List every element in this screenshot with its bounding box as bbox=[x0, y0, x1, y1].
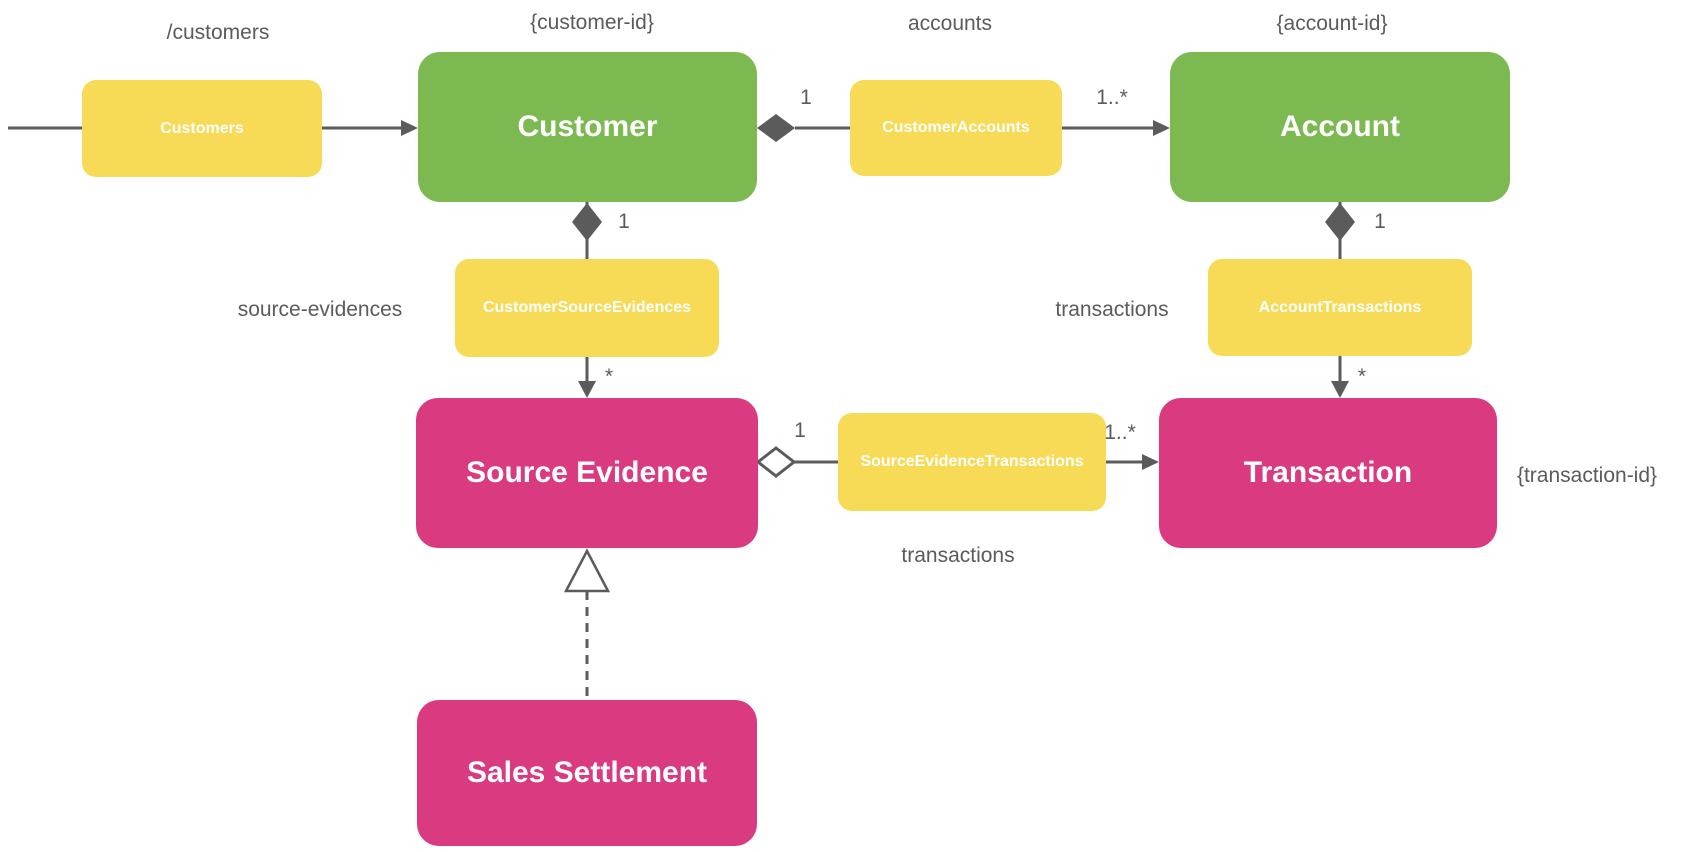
rel-customer-accounts: CustomerAccounts bbox=[850, 80, 1062, 176]
arrowhead-into-customer-icon bbox=[401, 120, 418, 136]
label-transactions-account: transactions bbox=[1055, 298, 1169, 321]
label-transaction-id: {transaction-id} bbox=[1516, 464, 1658, 487]
node-customer-label: Customer bbox=[517, 110, 658, 143]
rel-account-transactions: AccountTransactions bbox=[1208, 259, 1472, 356]
node-transaction-label: Transaction bbox=[1243, 456, 1413, 489]
mult-source-evidence-transactions-source: 1 bbox=[794, 419, 806, 442]
rel-customers: Customers bbox=[82, 80, 322, 177]
label-customers-path: /customers bbox=[166, 21, 270, 44]
node-source-evidence: Source Evidence bbox=[416, 398, 758, 548]
label-account-id: {account-id} bbox=[1276, 12, 1388, 35]
mult-customer-source-evidences-target: * bbox=[604, 365, 614, 388]
label-customer-id: {customer-id} bbox=[530, 11, 654, 34]
composition-diamond-customer-bottom-icon bbox=[572, 203, 602, 241]
node-account-label: Account bbox=[1280, 110, 1400, 143]
rel-account-transactions-label: AccountTransactions bbox=[1258, 298, 1422, 316]
rel-source-evidence-transactions: SourceEvidenceTransactions bbox=[838, 413, 1106, 511]
arrowhead-into-account-icon bbox=[1153, 120, 1170, 136]
rel-customer-source-evidences: CustomerSourceEvidences bbox=[455, 259, 719, 357]
rel-customers-label: Customers bbox=[160, 119, 244, 137]
node-customer: Customer bbox=[418, 52, 757, 202]
node-source-evidence-label: Source Evidence bbox=[466, 456, 708, 489]
rel-customer-source-evidences-label: CustomerSourceEvidences bbox=[482, 299, 692, 316]
mult-account-transactions-source: 1 bbox=[1374, 210, 1386, 233]
node-account: Account bbox=[1170, 52, 1510, 202]
label-accounts: accounts bbox=[907, 12, 993, 35]
mult-account-transactions-target: * bbox=[1357, 365, 1367, 388]
rel-source-evidence-transactions-label: SourceEvidenceTransactions bbox=[860, 453, 1084, 470]
node-sales-settlement: Sales Settlement bbox=[417, 700, 757, 846]
mult-customer-source-evidences-source: 1 bbox=[618, 210, 630, 233]
rel-customer-accounts-label: CustomerAccounts bbox=[882, 119, 1030, 136]
label-transactions-source-evidence: transactions bbox=[901, 544, 1015, 567]
generalization-triangle-icon bbox=[563, 548, 611, 593]
node-sales-settlement-label: Sales Settlement bbox=[466, 756, 708, 789]
mult-source-evidence-transactions-target: 1..* bbox=[1104, 421, 1136, 444]
mult-customer-accounts-source: 1 bbox=[800, 86, 812, 109]
label-source-evidences: source-evidences bbox=[237, 298, 403, 321]
arrowhead-into-transaction-left-icon bbox=[1142, 454, 1159, 470]
arrowhead-into-sourceevidence-icon bbox=[578, 381, 596, 398]
arrowhead-into-transaction-top-icon bbox=[1331, 381, 1349, 398]
node-transaction: Transaction bbox=[1159, 398, 1497, 548]
composition-diamond-account-bottom-icon bbox=[1325, 203, 1355, 241]
aggregation-diamond-sourceevidence-icon bbox=[755, 446, 797, 478]
composition-diamond-customer-right-icon bbox=[757, 114, 795, 142]
mult-customer-accounts-target: 1..* bbox=[1096, 86, 1128, 109]
